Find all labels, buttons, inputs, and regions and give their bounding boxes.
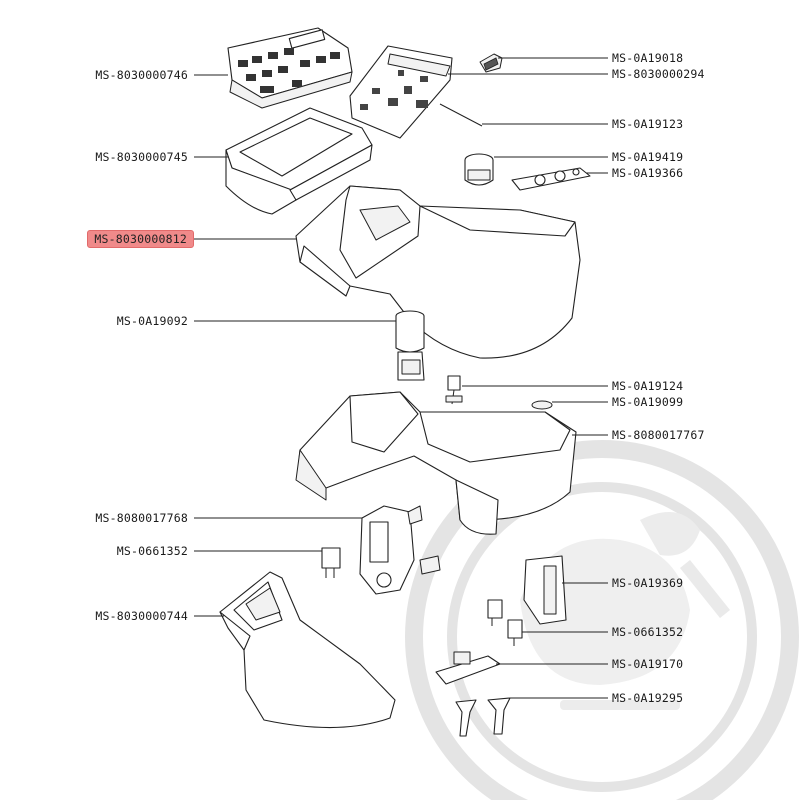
part-label-front-cover[interactable]: MS-8030000744 [95, 609, 188, 623]
part-label-micro-switch-left[interactable]: MS-0661352 [116, 544, 188, 558]
part-label-bracket[interactable]: MS-0A19369 [612, 576, 684, 590]
part-label-upper-housing-highlighted[interactable]: MS-8030000812 [87, 230, 194, 248]
part-label-micro-switch-right[interactable]: MS-0661352 [612, 625, 684, 639]
part-label-lever[interactable]: MS-0A19170 [612, 657, 684, 671]
part-label-motor[interactable]: MS-0A19419 [612, 150, 684, 164]
part-label-pump[interactable]: MS-0A19092 [116, 314, 188, 328]
micro-switch-right-part [487, 599, 523, 646]
part-label-pins[interactable]: MS-0A19295 [612, 691, 684, 705]
bracket-part [523, 555, 567, 625]
switch-assembly-part [359, 505, 441, 595]
base-tray-part [295, 391, 577, 535]
part-label-valve[interactable]: MS-0A19124 [612, 379, 684, 393]
watermark-logo [405, 440, 799, 800]
upper-housing-part [295, 185, 581, 359]
leader-lines [194, 57, 608, 699]
part-label-base-tray[interactable]: MS-8080017767 [612, 428, 705, 442]
button-bar-part [511, 167, 591, 191]
part-label-circuit-board[interactable]: MS-8030000294 [612, 67, 705, 81]
front-cover-part [219, 571, 396, 729]
part-label-control-panel[interactable]: MS-8030000746 [95, 68, 188, 82]
seal-part [531, 400, 553, 410]
control-panel-part [227, 27, 353, 109]
part-label-switch-assembly[interactable]: MS-8080017768 [95, 511, 188, 525]
pins-part [455, 697, 511, 737]
motor-part [464, 153, 494, 186]
frame-part [225, 107, 373, 215]
part-label-wire[interactable]: MS-0A19123 [612, 117, 684, 131]
part-label-button-bar[interactable]: MS-0A19366 [612, 166, 684, 180]
clip-part [479, 53, 503, 73]
circuit-board-part [349, 45, 453, 139]
part-label-seal[interactable]: MS-0A19099 [612, 395, 684, 409]
wire-part [439, 103, 483, 127]
part-label-clip[interactable]: MS-0A19018 [612, 51, 684, 65]
lever-part [435, 651, 501, 685]
pump-part [395, 310, 425, 381]
micro-switch-left-part [321, 547, 341, 578]
part-label-frame[interactable]: MS-8030000745 [95, 150, 188, 164]
valve-part [445, 375, 463, 405]
